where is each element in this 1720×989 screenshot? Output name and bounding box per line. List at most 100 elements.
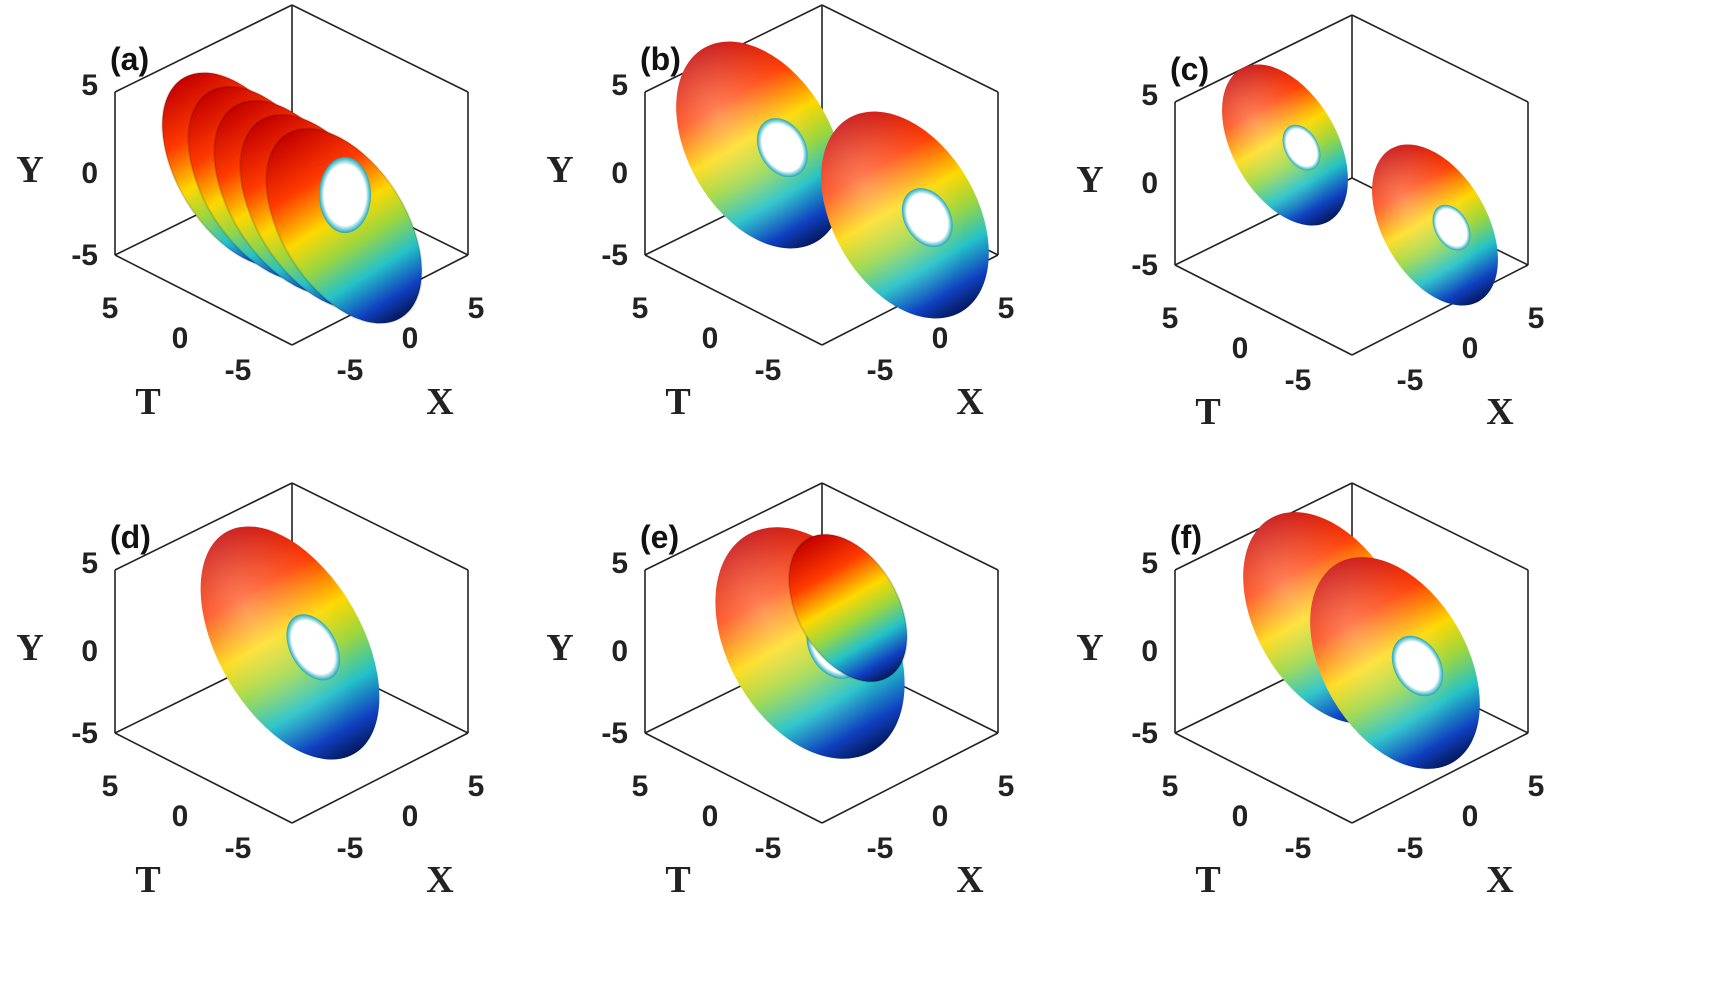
surface-torus	[676, 41, 844, 249]
y-axis-label: Y	[1076, 159, 1103, 201]
x-tick-label: 5	[1528, 302, 1545, 335]
box-edge	[1174, 732, 1353, 824]
box-edge	[1351, 482, 1529, 571]
t-axis-label: T	[1195, 859, 1220, 901]
panel-label: (c)	[1170, 51, 1209, 87]
y-axis-label: Y	[546, 149, 573, 191]
y-tick-label: 0	[611, 635, 628, 668]
y-tick-label: 0	[1141, 167, 1158, 200]
x-tick-label: 5	[998, 770, 1015, 803]
x-tick-label: -5	[867, 354, 894, 387]
t-tick-label: 0	[172, 322, 189, 355]
y-tick-label: 5	[1141, 79, 1158, 112]
x-axis-label: X	[956, 381, 983, 423]
x-tick-label: 0	[1462, 332, 1479, 365]
surface-torus	[1222, 64, 1348, 226]
t-axis-label: T	[665, 859, 690, 901]
box-edge	[1174, 264, 1353, 356]
x-tick-label: 0	[932, 800, 949, 833]
y-tick-label: -5	[71, 717, 98, 750]
surface-torus	[821, 111, 989, 319]
t-tick-label: 5	[102, 292, 119, 325]
y-axis-label: Y	[16, 627, 43, 669]
y-tick-label: 0	[611, 157, 628, 190]
x-tick-label: 5	[468, 292, 485, 325]
box-edge	[114, 4, 293, 93]
y-axis-label: Y	[546, 627, 573, 669]
t-tick-label: 0	[702, 322, 719, 355]
t-tick-label: 5	[632, 292, 649, 325]
y-tick-label: -5	[601, 239, 628, 272]
y-tick-label: 5	[81, 69, 98, 102]
y-tick-label: 5	[81, 547, 98, 580]
y-tick-label: 0	[1141, 635, 1158, 668]
x-axis-label: X	[1486, 391, 1513, 433]
y-tick-label: 5	[1141, 547, 1158, 580]
surface-torus	[1310, 557, 1480, 769]
box-edge	[291, 732, 469, 824]
t-tick-label: 0	[702, 800, 719, 833]
x-tick-label: 5	[998, 292, 1015, 325]
y-tick-label: 5	[611, 547, 628, 580]
t-tick-label: -5	[225, 354, 252, 387]
box-edge	[114, 254, 293, 346]
box-edge	[644, 732, 823, 824]
y-tick-label: 5	[611, 69, 628, 102]
y-axis-label: Y	[1076, 627, 1103, 669]
t-tick-label: -5	[1285, 832, 1312, 865]
t-tick-label: 5	[1162, 770, 1179, 803]
x-axis-label: X	[426, 381, 453, 423]
t-axis-label: T	[1195, 391, 1220, 433]
surface-hole	[319, 157, 371, 233]
box-edge	[821, 482, 999, 571]
y-tick-label: -5	[601, 717, 628, 750]
x-tick-label: 0	[402, 800, 419, 833]
x-tick-label: -5	[337, 832, 364, 865]
t-tick-label: 0	[172, 800, 189, 833]
t-axis-label: T	[665, 381, 690, 423]
y-tick-label: -5	[1131, 717, 1158, 750]
panel-label: (f)	[1170, 519, 1202, 555]
x-tick-label: -5	[1397, 832, 1424, 865]
panel-label: (d)	[110, 519, 151, 555]
surface-ring	[788, 533, 908, 683]
box-edge	[1351, 264, 1529, 356]
box-edge	[821, 732, 999, 824]
y-tick-label: 0	[81, 635, 98, 668]
panel-label: (a)	[110, 41, 149, 77]
surface-torus	[200, 526, 380, 760]
box-edge	[114, 482, 293, 571]
box-edge	[644, 482, 823, 571]
box-edge	[114, 732, 293, 824]
box-edge	[821, 4, 999, 93]
x-axis-label: X	[426, 859, 453, 901]
t-tick-label: -5	[755, 354, 782, 387]
y-axis-label: Y	[16, 149, 43, 191]
x-tick-label: -5	[1397, 364, 1424, 397]
t-tick-label: 5	[1162, 302, 1179, 335]
box-edge	[291, 4, 469, 93]
box-edge	[291, 482, 469, 571]
t-axis-label: T	[135, 381, 160, 423]
t-tick-label: 5	[102, 770, 119, 803]
x-tick-label: 0	[402, 322, 419, 355]
box-edge	[644, 254, 823, 346]
x-tick-label: -5	[337, 354, 364, 387]
x-tick-label: 5	[1528, 770, 1545, 803]
box-edge	[1351, 14, 1529, 103]
x-axis-label: X	[1486, 859, 1513, 901]
t-tick-label: -5	[755, 832, 782, 865]
panel-label: (e)	[640, 519, 679, 555]
surface-torus	[1372, 144, 1498, 306]
t-tick-label: 5	[632, 770, 649, 803]
box-edge	[1351, 732, 1529, 824]
t-tick-label: -5	[1285, 364, 1312, 397]
t-axis-label: T	[135, 859, 160, 901]
t-tick-label: 0	[1232, 332, 1249, 365]
